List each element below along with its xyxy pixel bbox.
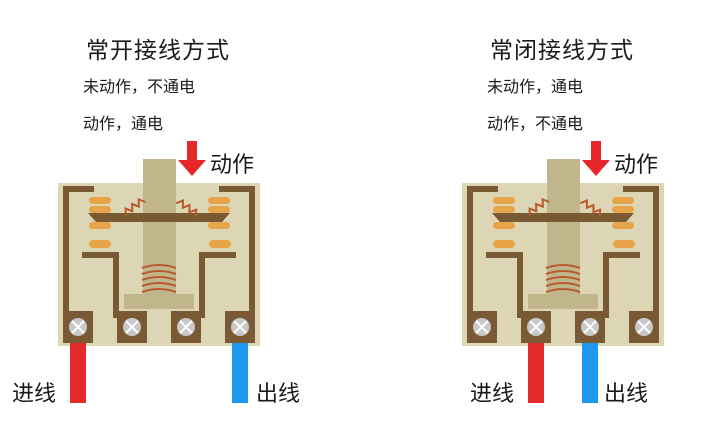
contact-bl <box>89 240 111 248</box>
contact-tl-1 <box>89 197 111 204</box>
spring-icon <box>141 264 177 293</box>
output-wire <box>582 330 598 403</box>
terminal-3 <box>171 311 201 343</box>
contact-tl-2 <box>89 206 111 213</box>
contact-tr-2 <box>208 206 230 213</box>
arrow-down-icon <box>582 141 610 176</box>
spring-icon <box>175 199 198 217</box>
contact-br <box>209 240 231 248</box>
panel-title: 常闭接线方式 <box>490 38 634 64</box>
spring-icon <box>528 197 550 216</box>
input-wire-label: 进线 <box>12 382 57 407</box>
output-wire-label: 出线 <box>604 382 649 407</box>
spring-icon <box>124 197 146 216</box>
contact-br <box>613 240 635 248</box>
right-frame <box>219 186 255 318</box>
terminal-3 <box>575 311 605 343</box>
relay-diagram <box>58 141 260 403</box>
terminal-1 <box>467 311 497 343</box>
contact-tr-3 <box>612 222 634 229</box>
inner-left-frame <box>82 252 119 318</box>
plunger-base <box>124 294 194 309</box>
terminal-4 <box>629 311 659 343</box>
output-wire-label: 出线 <box>256 382 301 407</box>
contact-tr-3 <box>208 222 230 229</box>
inner-right-frame <box>199 252 236 318</box>
plunger <box>547 159 580 296</box>
output-wire <box>232 330 248 403</box>
input-wire <box>528 330 544 403</box>
plunger <box>143 159 176 296</box>
arrow-down-icon <box>178 141 206 176</box>
contact-tr-1 <box>208 197 230 204</box>
terminal-2 <box>521 311 551 343</box>
left-frame <box>467 186 498 318</box>
contact-tl-3 <box>493 222 515 229</box>
state-active-text: 动作，不通电 <box>487 114 584 133</box>
terminal-1 <box>63 311 93 343</box>
action-label: 动作 <box>614 153 659 178</box>
spring-icon <box>545 264 581 293</box>
contact-tl-1 <box>493 197 515 204</box>
terminal-4 <box>225 311 255 343</box>
movable-contact-bar <box>88 213 230 222</box>
inner-right-frame <box>603 252 640 318</box>
contact-tl-3 <box>89 222 111 229</box>
contact-bl <box>493 240 515 248</box>
action-label: 动作 <box>210 153 255 178</box>
contact-tl-2 <box>493 206 515 213</box>
state-active-text: 动作，通电 <box>83 114 164 133</box>
spring-icon <box>579 199 602 217</box>
contact-tr-2 <box>612 206 634 213</box>
left-frame <box>63 186 94 318</box>
state-idle-text: 未动作，通电 <box>487 77 584 96</box>
state-idle-text: 未动作，不通电 <box>83 77 196 96</box>
right-frame <box>623 186 659 318</box>
contact-tr-1 <box>612 197 634 204</box>
inner-left-frame <box>486 252 523 318</box>
plunger-base <box>528 294 598 309</box>
input-wire-label: 进线 <box>470 382 515 407</box>
panel-title: 常开接线方式 <box>86 38 230 64</box>
terminal-2 <box>117 311 147 343</box>
input-wire <box>70 330 86 403</box>
panel-normally-closed: 常闭接线方式 未动作，通电 动作，不通电 动作 进线 出线 <box>404 0 712 438</box>
panel-normally-open: 常开接线方式 未动作，不通电 动作，通电 动作 进线 出线 <box>12 38 301 407</box>
relay-diagram <box>462 141 664 403</box>
movable-contact-bar <box>492 213 634 222</box>
